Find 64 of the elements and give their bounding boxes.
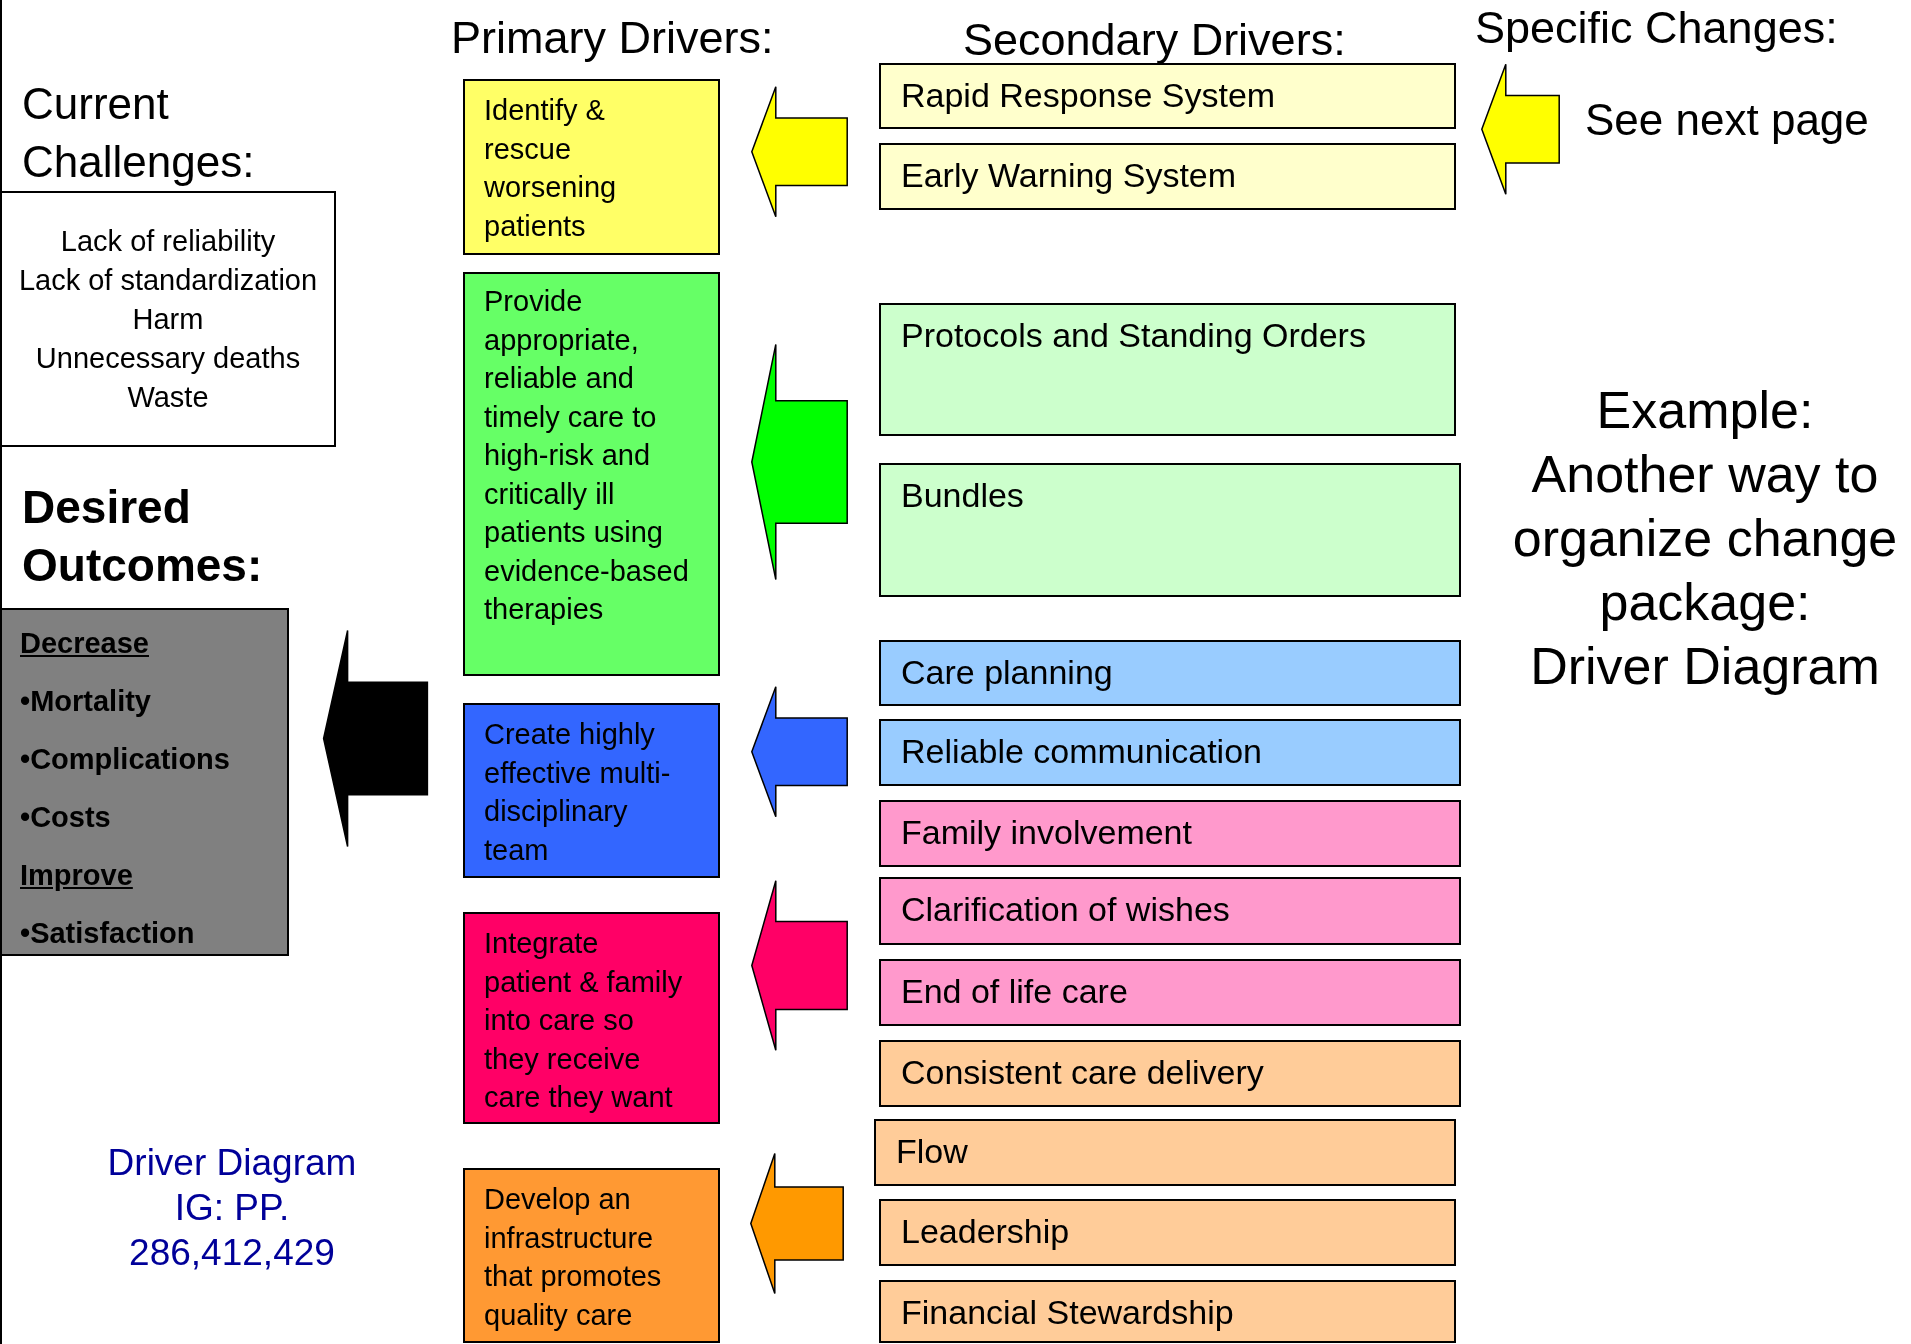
example-note: Driver Diagram xyxy=(1529,636,1881,697)
primary-driver-box xyxy=(463,912,720,1124)
example-note: Another way to organize change package: xyxy=(1511,444,1899,633)
block-arrow xyxy=(751,86,848,218)
block-arrow xyxy=(751,343,848,581)
node-label: Clarification of wishes xyxy=(901,889,1230,930)
primary-driver-box xyxy=(463,703,720,878)
challenge-item: Lack of standardization xyxy=(18,262,318,298)
panel-heading: Current Challenges: xyxy=(22,78,256,188)
primary-driver-box xyxy=(463,1168,720,1343)
node-label: Reliable communication xyxy=(901,731,1262,772)
outcome-heading: Improve xyxy=(20,858,133,893)
primary-driver-box xyxy=(463,79,720,255)
node-label: Financial Stewardship xyxy=(901,1292,1234,1333)
column-heading: Primary Drivers: xyxy=(451,11,775,65)
secondary-driver-box xyxy=(879,800,1461,867)
outcome-item: •Mortality xyxy=(20,684,151,719)
secondary-driver-box xyxy=(879,959,1461,1026)
node-label: Flow xyxy=(896,1131,968,1172)
node-label: Provide appropriate, reliable and timely care to high-risk and critically ill patients using evidence-based therapies xyxy=(484,284,689,627)
example-note: Example: xyxy=(1595,380,1815,441)
primary-driver-box xyxy=(463,272,720,676)
node-label: Family involvement xyxy=(901,812,1192,853)
challenge-item: Unnecessary deaths xyxy=(35,340,301,376)
block-arrow xyxy=(1481,63,1560,196)
reference-note: Driver Diagram IG: PP. 286,412,429 xyxy=(106,1141,358,1275)
panel-heading: Desired Outcomes: xyxy=(22,480,264,593)
secondary-driver-box xyxy=(879,1199,1456,1266)
node-label: Identify & rescue worsening patients xyxy=(484,93,618,244)
secondary-driver-box xyxy=(879,1040,1461,1107)
secondary-driver-box xyxy=(879,719,1461,786)
block-arrow xyxy=(750,1152,844,1295)
secondary-driver-box xyxy=(879,303,1456,436)
node-label: Create highly effective multi-disciplinary team xyxy=(484,717,672,868)
node-label: Rapid Response System xyxy=(901,75,1276,116)
node-label: End of life care xyxy=(901,971,1128,1012)
node-label: Consistent care delivery xyxy=(901,1052,1264,1093)
secondary-driver-box xyxy=(879,63,1456,129)
outcome-item: •Costs xyxy=(20,800,111,835)
secondary-driver-box xyxy=(879,1280,1456,1343)
outcome-heading: Decrease xyxy=(20,626,149,661)
secondary-driver-box xyxy=(879,877,1461,945)
challenge-item: Lack of reliability xyxy=(60,223,276,259)
block-arrow xyxy=(751,686,848,818)
secondary-driver-box xyxy=(879,143,1456,210)
node-label: Integrate patient & family into care so they receive care they want xyxy=(484,926,684,1115)
column-heading: Specific Changes: xyxy=(1475,1,1839,55)
block-arrow xyxy=(751,879,848,1052)
outcome-item: •Complications xyxy=(20,742,230,777)
column-heading: Secondary Drivers: xyxy=(963,13,1347,67)
outcome-item: •Satisfaction xyxy=(20,916,195,951)
node-label: Develop an infrastructure that promotes quality care xyxy=(484,1182,663,1333)
secondary-driver-box xyxy=(879,463,1461,597)
secondary-driver-box xyxy=(879,640,1461,706)
block-arrow xyxy=(322,629,429,848)
node-label: Care planning xyxy=(901,652,1113,693)
challenge-item: Waste xyxy=(127,379,209,415)
node-label: Early Warning System xyxy=(901,155,1237,196)
node-label: Bundles xyxy=(901,475,1024,516)
challenge-item: Harm xyxy=(132,301,204,337)
node-label: Protocols and Standing Orders xyxy=(901,315,1366,356)
secondary-driver-box xyxy=(874,1119,1456,1186)
node-label: See next page xyxy=(1585,94,1869,146)
node-label: Leadership xyxy=(901,1211,1070,1252)
